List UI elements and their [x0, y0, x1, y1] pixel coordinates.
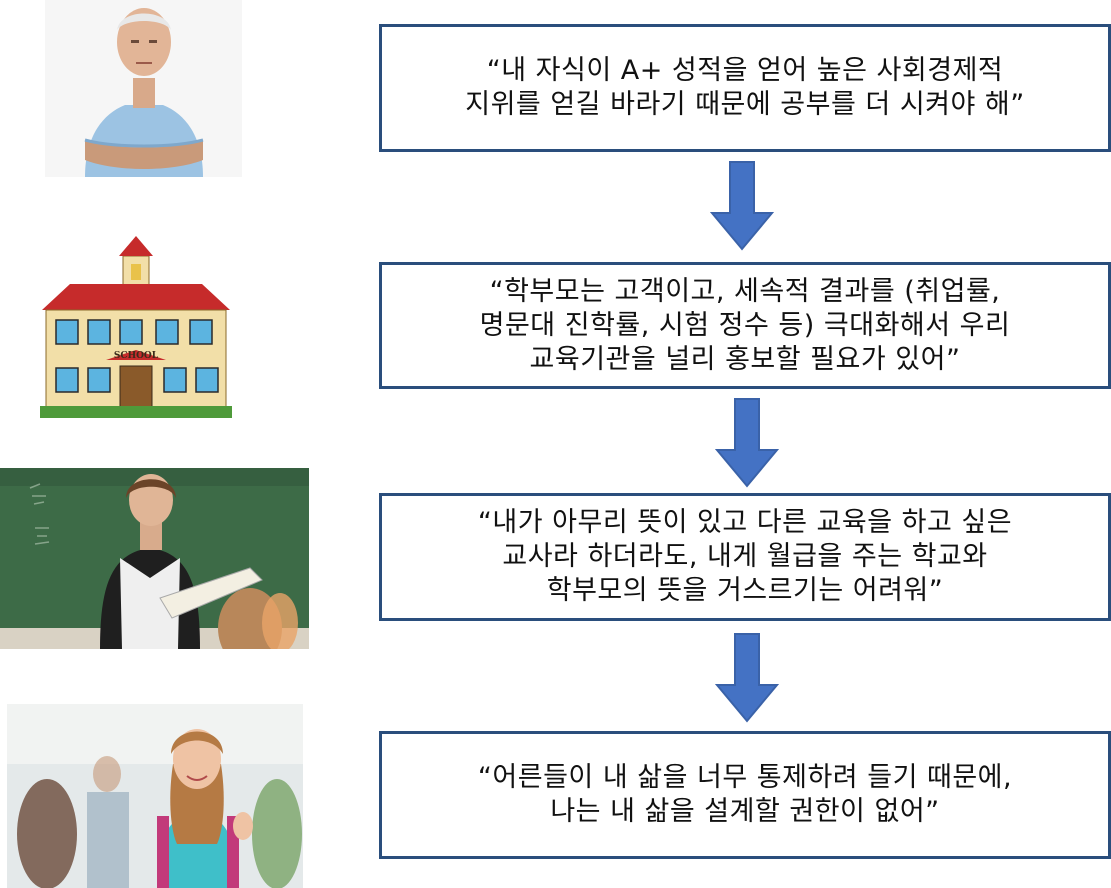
quote-text-parent: “내 자식이 A+ 성적을 얻어 높은 사회경제적 지위를 얻길 바라기 때문에…: [465, 55, 1025, 120]
quote-box-teacher: “내가 아무리 뜻이 있고 다른 교육을 하고 싶은 교사라 하더라도, 내게 …: [379, 493, 1111, 621]
student-girl-photo: [7, 704, 303, 888]
school-sign: SCHOOL: [114, 351, 159, 361]
down-arrow-icon: [709, 161, 775, 251]
quote-text-teacher: “내가 아무리 뜻이 있고 다른 교육을 하고 싶은 교사라 하더라도, 내게 …: [477, 507, 1013, 606]
quote-text-school: “학부모는 고객이고, 세속적 결과를 (취업률, 명문대 진학률, 시험 정수…: [479, 275, 1011, 375]
down-arrow-icon: [714, 398, 780, 488]
grandfather-photo: [45, 0, 242, 177]
quote-box-student: “어른들이 내 삶을 너무 통제하려 들기 때문에, 나는 내 삶을 설계할 권…: [379, 731, 1111, 859]
teacher-classroom-photo: [0, 468, 309, 649]
quote-box-parent: “내 자식이 A+ 성적을 얻어 높은 사회경제적 지위를 얻길 바라기 때문에…: [379, 24, 1111, 152]
down-arrow-icon: [714, 633, 780, 723]
quote-box-school: “학부모는 고객이고, 세속적 결과를 (취업률, 명문대 진학률, 시험 정수…: [379, 262, 1111, 389]
school-building-illustration: SCHOOL: [40, 232, 232, 418]
quote-text-student: “어른들이 내 삶을 너무 통제하려 들기 때문에, 나는 내 삶을 설계할 권…: [477, 762, 1013, 827]
